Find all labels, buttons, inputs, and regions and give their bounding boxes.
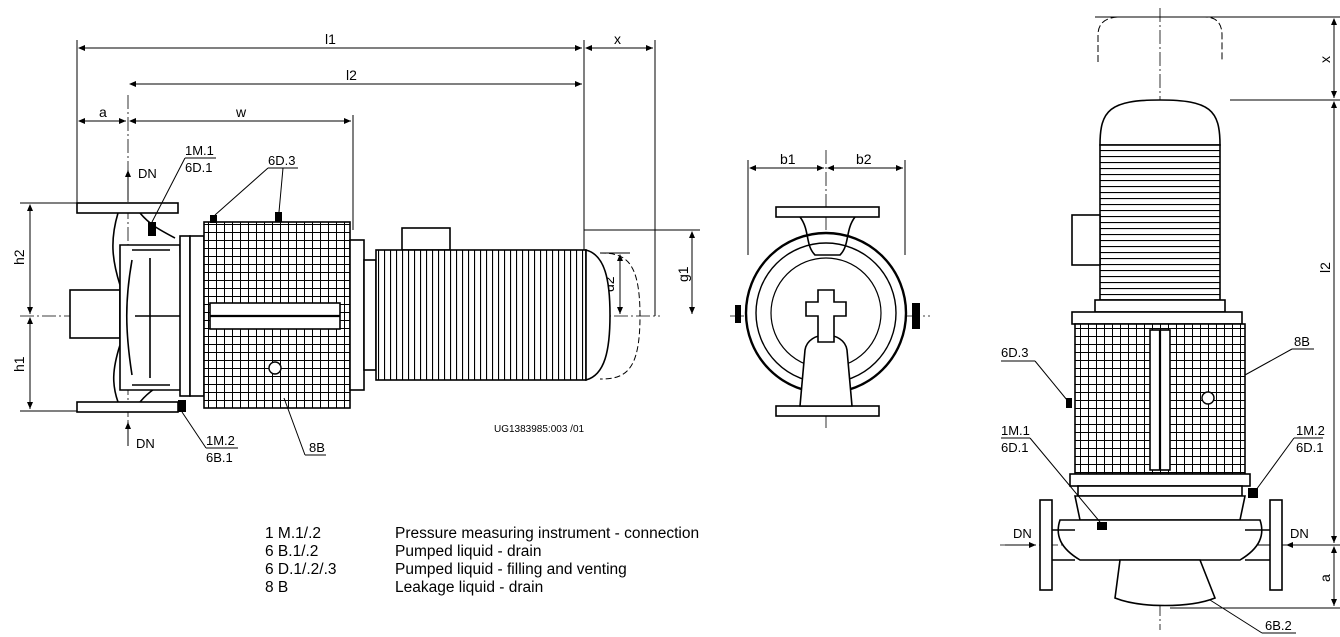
dim-h1: h1 <box>11 356 27 372</box>
legend-code: 6 D.1/.2/.3 <box>265 561 337 578</box>
callout-1m2: 1M.2 <box>206 433 235 448</box>
vertical-view: x l2 a DN DN 6D.3 <box>1000 8 1340 634</box>
legend: 1 M.1/.2 Pressure measuring instrument -… <box>265 525 699 597</box>
dim-l2: l2 <box>346 67 357 83</box>
callout-6b2: 6B.2 <box>1265 618 1292 633</box>
dn-label-left: DN <box>1013 526 1032 541</box>
callout-8b-vertical: 8B <box>1294 334 1310 349</box>
legend-text: Pressure measuring instrument - connecti… <box>395 525 700 542</box>
callout-8b: 8B <box>309 440 325 455</box>
dim-h2: h2 <box>11 249 27 265</box>
dim-l2-vertical: l2 <box>1317 262 1333 273</box>
legend-row: 8 B Leakage liquid - drain <box>265 579 699 597</box>
callout-6d1-vertical: 6D.1 <box>1001 440 1028 455</box>
motor <box>375 249 587 381</box>
dim-g1: g1 <box>675 266 691 282</box>
dim-a: a <box>99 104 107 120</box>
dim-l1: l1 <box>325 31 336 47</box>
legend-code: 1 M.1/.2 <box>265 525 321 542</box>
callout-6d3: 6D.3 <box>268 153 295 168</box>
dn-label-bottom: DN <box>136 436 155 451</box>
dim-b1: b1 <box>780 151 796 167</box>
callout-6d1b-vertical: 6D.1 <box>1296 440 1323 455</box>
end-view: b1 b2 <box>730 150 930 430</box>
legend-text: Pumped liquid - drain <box>395 543 542 560</box>
legend-row: 6 B.1/.2 Pumped liquid - drain <box>265 543 699 561</box>
legend-row: 1 M.1/.2 Pressure measuring instrument -… <box>265 525 699 543</box>
dim-x-vertical: x <box>1317 56 1333 63</box>
legend-text: Leakage liquid - drain <box>395 579 544 596</box>
dim-x: x <box>614 31 621 47</box>
callout-6d1: 6D.1 <box>185 160 212 175</box>
legend-code: 6 B.1/.2 <box>265 543 319 560</box>
dn-label-right: DN <box>1290 526 1309 541</box>
side-view: l1 x l2 a w h2 h1 d2 g1 <box>11 31 700 465</box>
callout-1m2-vertical: 1M.2 <box>1296 423 1325 438</box>
callout-6d3-vertical: 6D.3 <box>1001 345 1028 360</box>
legend-code: 8 B <box>265 579 289 596</box>
motor-vertical <box>1099 144 1221 301</box>
callout-1m1-vertical: 1M.1 <box>1001 423 1030 438</box>
dim-w: w <box>235 104 247 120</box>
legend-row: 6 D.1/.2/.3 Pumped liquid - filling and … <box>265 561 699 579</box>
legend-text: Pumped liquid - filling and venting <box>395 561 627 578</box>
callout-6b1: 6B.1 <box>206 450 233 465</box>
dn-label-top: DN <box>138 166 157 181</box>
dim-b2: b2 <box>856 151 872 167</box>
dim-a-vertical: a <box>1317 574 1333 582</box>
drawing-number: UG1383985:003 /01 <box>494 424 585 435</box>
callout-1m1: 1M.1 <box>185 143 214 158</box>
